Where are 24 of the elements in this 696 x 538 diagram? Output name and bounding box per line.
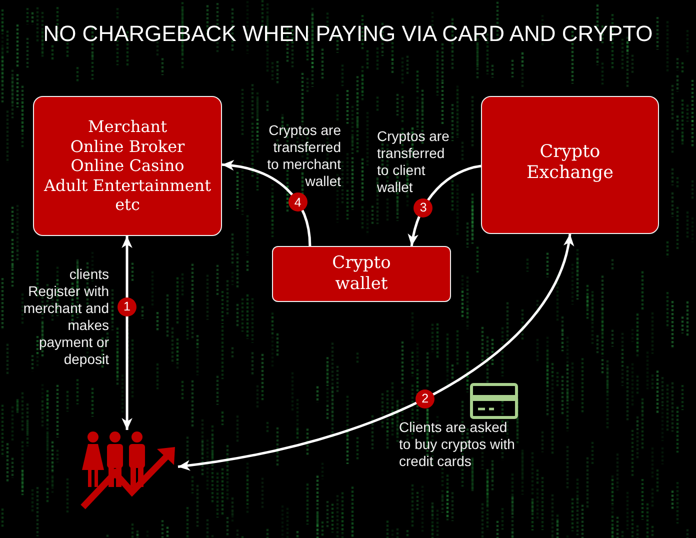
entity-box xyxy=(481,96,659,234)
arrow xyxy=(408,164,482,246)
step-description: clients Register with merchant and makes payment or deposit xyxy=(22,266,109,368)
node-label: Adult Entertainment xyxy=(44,176,212,196)
node-label: Crypto wallet xyxy=(331,253,392,295)
node-label: Online Broker xyxy=(70,136,185,156)
double-headed-arrow xyxy=(178,234,573,470)
arrow xyxy=(222,160,312,246)
node-label: Crypto Exchange xyxy=(526,142,614,184)
node-label: Online Casino xyxy=(70,156,184,176)
step-description: Cryptos are transferred to merchant wallet xyxy=(266,122,341,190)
step-number: 3 xyxy=(414,198,433,218)
people-trend-icon xyxy=(80,430,178,510)
entity-box xyxy=(272,246,451,302)
diagram-title: NO CHARGEBACK WHEN PAYING VIA CARD AND CRYPTO xyxy=(43,21,653,47)
step-number: 4 xyxy=(288,192,308,212)
step-description: Cryptos are transferred to client wallet xyxy=(377,128,450,196)
step-number: 1 xyxy=(118,298,137,317)
node-label: Merchant xyxy=(88,117,168,137)
step-description: Clients are asked to buy cryptos with credit cards xyxy=(399,419,516,470)
entity-box xyxy=(33,96,222,236)
step-number: 2 xyxy=(416,389,435,408)
double-headed-arrow xyxy=(122,236,132,430)
node-label: etc xyxy=(115,195,140,215)
